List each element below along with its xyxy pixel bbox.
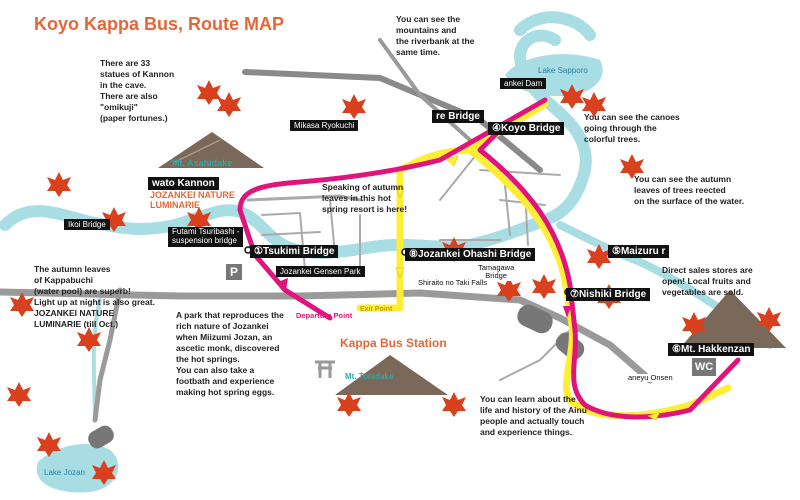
stop-re-bridge[interactable]: re Bridge xyxy=(432,110,484,123)
label-mt-tohidake: Mt. Tohidake xyxy=(345,372,394,381)
stop-nishiki-bridge[interactable]: ⑦Nishiki Bridge xyxy=(566,288,651,301)
mountain-hakkenzan xyxy=(680,290,786,348)
place-mikasa-ryokuchi: Mikasa Ryokuchi xyxy=(290,120,359,131)
stop-tsukimi-bridge[interactable]: ①Tsukimi Bridge xyxy=(250,245,339,258)
place-futami-bridge: Futami Tsuribashi - suspension bridge xyxy=(168,227,244,247)
lake-jozan-shape xyxy=(36,443,119,493)
road-network xyxy=(0,38,654,423)
note-ainu: You can learn about the life and history… xyxy=(480,394,587,438)
stop-jozankei-ohashi-bridge[interactable]: ⑧Jozankei Ohashi Bridge xyxy=(405,248,536,261)
place-ikoi-bridge: Ikoi Bridge xyxy=(64,219,110,230)
note-kannon: There are 33 statues of Kannon in the ca… xyxy=(100,58,175,124)
mountain-tohidake xyxy=(335,355,448,395)
place-onsen: aneyu Onsen xyxy=(626,373,675,383)
mountain-asahidake xyxy=(158,132,264,168)
route-arrows xyxy=(278,155,661,421)
stop-mt-hakkenzan[interactable]: ⑥Mt. Hakkenzan xyxy=(668,343,755,356)
label-departure-point: Departure Point xyxy=(296,311,353,320)
stop-koyo-bridge[interactable]: ④Koyo Bridge xyxy=(488,122,565,135)
note-direct: Direct sales stores are open! Local frui… xyxy=(662,265,753,298)
note-canoes: You can see the canoes going through the… xyxy=(584,112,680,145)
parking-icon: P xyxy=(226,264,242,280)
map-title: Koyo Kappa Bus, Route MAP xyxy=(34,14,285,34)
stop-maizuru[interactable]: ⑤Maizuru r xyxy=(608,245,670,258)
place-shiraito-falls: Shiraito no Taki Falls xyxy=(416,278,490,288)
note-hotspring: Speaking of autumn leaves in this hot sp… xyxy=(322,182,408,215)
label-exit-point: Exit Point xyxy=(360,306,393,313)
note-kappabuchi: The autumn leaves of Kappabuchi (water p… xyxy=(34,264,155,330)
place-gensen-park: Jozankei Gensen Park xyxy=(276,266,365,277)
kappa-bus-station: Kappa Bus Station xyxy=(340,336,447,350)
label-lake-jozan: Lake Jozan xyxy=(44,468,85,477)
note-reflect: You can see the autumn leaves of trees r… xyxy=(634,174,745,207)
note-mountains: You can see the mountains and the riverb… xyxy=(396,14,475,58)
label-lake-sapporo: Lake Sapporo xyxy=(538,66,588,75)
place-kannon: wato Kannon xyxy=(148,177,219,190)
place-tamagawa-bridge: Tamagawa Bridge xyxy=(476,263,517,281)
label-mt-asahidake: Mt. Asahidake xyxy=(172,158,233,168)
place-jozankei-dam: ankei Dam xyxy=(500,78,547,89)
torii-icon xyxy=(315,360,335,378)
note-park: A park that reproduces the rich nature o… xyxy=(176,310,284,398)
wc-icon: WC xyxy=(692,358,716,376)
bus-route-pink xyxy=(237,97,741,420)
label-nature-luminarie: JOZANKEI NATURE LUMINARIE xyxy=(150,190,235,211)
